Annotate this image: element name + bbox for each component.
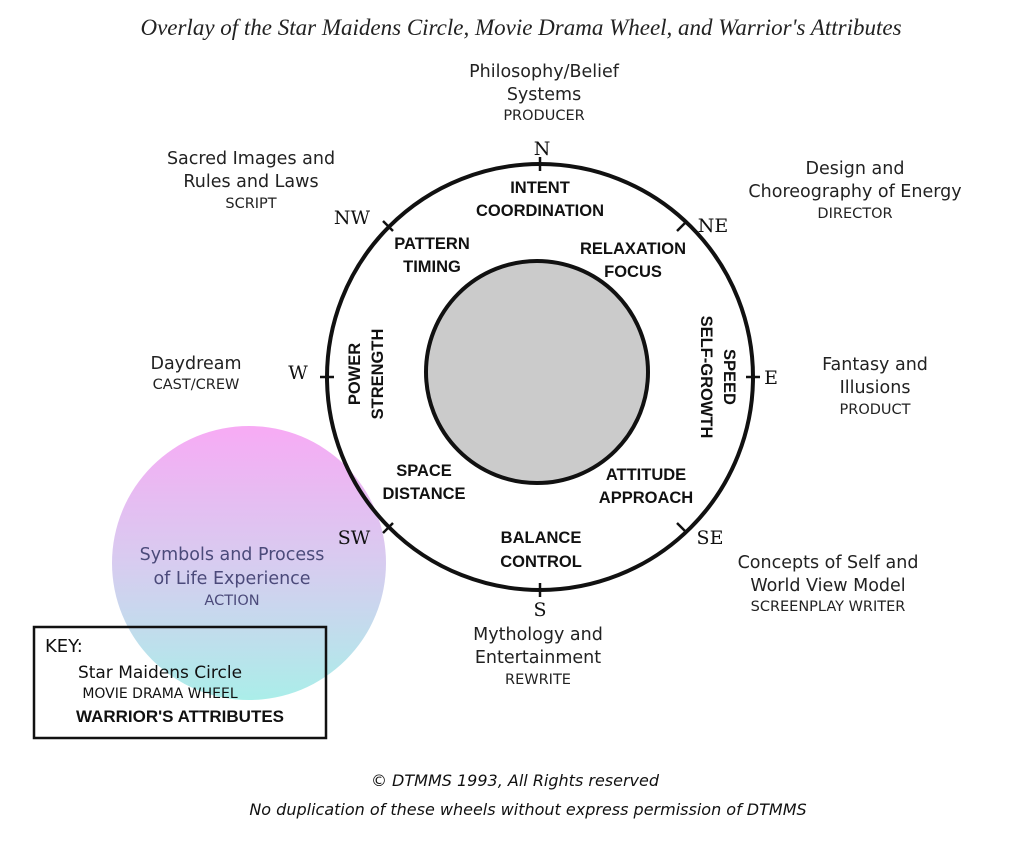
attribute-e: SPEED SELF-GROWTH xyxy=(697,316,738,439)
inner-circle xyxy=(424,259,650,485)
attr-nw-line2: TIMING xyxy=(403,258,461,276)
attr-e-line2: SELF-GROWTH xyxy=(697,316,715,439)
attr-sw-line1: SPACE xyxy=(396,462,452,480)
attribute-nw: PATTERN TIMING xyxy=(394,235,469,276)
outer-w-line1: Daydream xyxy=(150,354,241,374)
attr-w-line1: POWER xyxy=(346,343,364,405)
attribute-sw: SPACE DISTANCE xyxy=(382,462,465,503)
outer-label-ne: Design and Choreography of Energy DIRECT… xyxy=(748,159,961,222)
outer-e-line1: Fantasy and xyxy=(822,355,928,375)
key-legend: KEY: Star Maidens Circle MOVIE DRAMA WHE… xyxy=(32,625,328,740)
attr-s-line2: CONTROL xyxy=(500,553,582,571)
outer-s-line1: Mythology and xyxy=(473,625,603,645)
attr-sw-line2: DISTANCE xyxy=(382,485,465,503)
outer-ne-line2: Choreography of Energy xyxy=(748,182,961,202)
attr-w-line2: STRENGTH xyxy=(369,329,387,420)
outer-n-line1: Philosophy/Belief xyxy=(469,62,620,82)
direction-se: SE xyxy=(697,527,724,549)
permission-notice: No duplication of these wheels without e… xyxy=(249,800,806,819)
attr-n-line1: INTENT xyxy=(510,179,570,197)
outer-e-line2: Illusions xyxy=(840,378,911,398)
key-star-maidens: Star Maidens Circle xyxy=(78,663,242,683)
attr-ne-line2: FOCUS xyxy=(604,263,662,281)
direction-w: W xyxy=(288,362,308,384)
attr-se-line2: APPROACH xyxy=(599,489,693,507)
outer-n-role: PRODUCER xyxy=(503,108,584,124)
attribute-ne: RELAXATION FOCUS xyxy=(580,240,686,281)
outer-e-role: PRODUCT xyxy=(840,402,911,418)
key-movie-drama: MOVIE DRAMA WHEEL xyxy=(82,686,238,702)
outer-s-line2: Entertainment xyxy=(475,648,601,668)
attr-se-line1: ATTITUDE xyxy=(606,466,686,484)
outer-sw-role: ACTION xyxy=(204,593,259,609)
attribute-n: INTENT COORDINATION xyxy=(476,179,604,220)
key-box xyxy=(32,625,328,740)
sw-highlight-circle xyxy=(112,426,386,700)
outer-s-role: REWRITE xyxy=(505,672,571,688)
outer-label-e: Fantasy and Illusions PRODUCT xyxy=(822,355,928,418)
outer-label-s: Mythology and Entertainment REWRITE xyxy=(473,625,603,688)
outer-sw-line1: Symbols and Process xyxy=(140,545,325,565)
outer-label-n: Philosophy/Belief Systems PRODUCER xyxy=(469,62,620,124)
direction-sw: SW xyxy=(338,527,371,549)
outer-ne-role: DIRECTOR xyxy=(817,206,892,222)
direction-e: E xyxy=(764,367,778,389)
outer-label-w: Daydream CAST/CREW xyxy=(150,354,241,393)
outer-sw-line2: of Life Experience xyxy=(153,569,310,589)
attr-nw-line1: PATTERN xyxy=(394,235,469,253)
outer-se-line2: World View Model xyxy=(750,576,905,596)
copyright-line: © DTMMS 1993, All Rights reserved xyxy=(371,771,660,790)
attr-n-line2: COORDINATION xyxy=(476,202,604,220)
direction-ne: NE xyxy=(698,215,729,237)
attribute-s: BALANCE CONTROL xyxy=(500,529,582,571)
attr-s-line1: BALANCE xyxy=(501,529,582,547)
direction-s: S xyxy=(533,599,546,621)
outer-w-role: CAST/CREW xyxy=(153,377,240,393)
outer-se-role: SCREENPLAY WRITER xyxy=(751,599,906,615)
attribute-se: ATTITUDE APPROACH xyxy=(599,466,693,507)
key-warriors: WARRIOR'S ATTRIBUTES xyxy=(76,707,284,726)
outer-label-nw: Sacred Images and Rules and Laws SCRIPT xyxy=(167,149,335,212)
direction-ticks xyxy=(320,157,760,597)
attr-ne-line1: RELAXATION xyxy=(580,240,686,258)
outer-nw-line2: Rules and Laws xyxy=(183,172,318,192)
key-heading: KEY: xyxy=(45,636,83,657)
direction-n: N xyxy=(534,138,551,160)
outer-label-se: Concepts of Self and World View Model SC… xyxy=(738,553,919,615)
outer-ne-line1: Design and xyxy=(806,159,905,179)
outer-label-sw: Symbols and Process of Life Experience A… xyxy=(140,545,325,609)
diagram-title: Overlay of the Star Maidens Circle, Movi… xyxy=(140,15,901,40)
attribute-w: POWER STRENGTH xyxy=(346,329,387,420)
outer-n-line2: Systems xyxy=(507,85,581,105)
attr-e-line1: SPEED xyxy=(720,349,738,405)
outer-nw-role: SCRIPT xyxy=(225,196,276,212)
outer-se-line1: Concepts of Self and xyxy=(738,553,919,573)
outer-nw-line1: Sacred Images and xyxy=(167,149,335,169)
direction-nw: NW xyxy=(334,207,371,229)
